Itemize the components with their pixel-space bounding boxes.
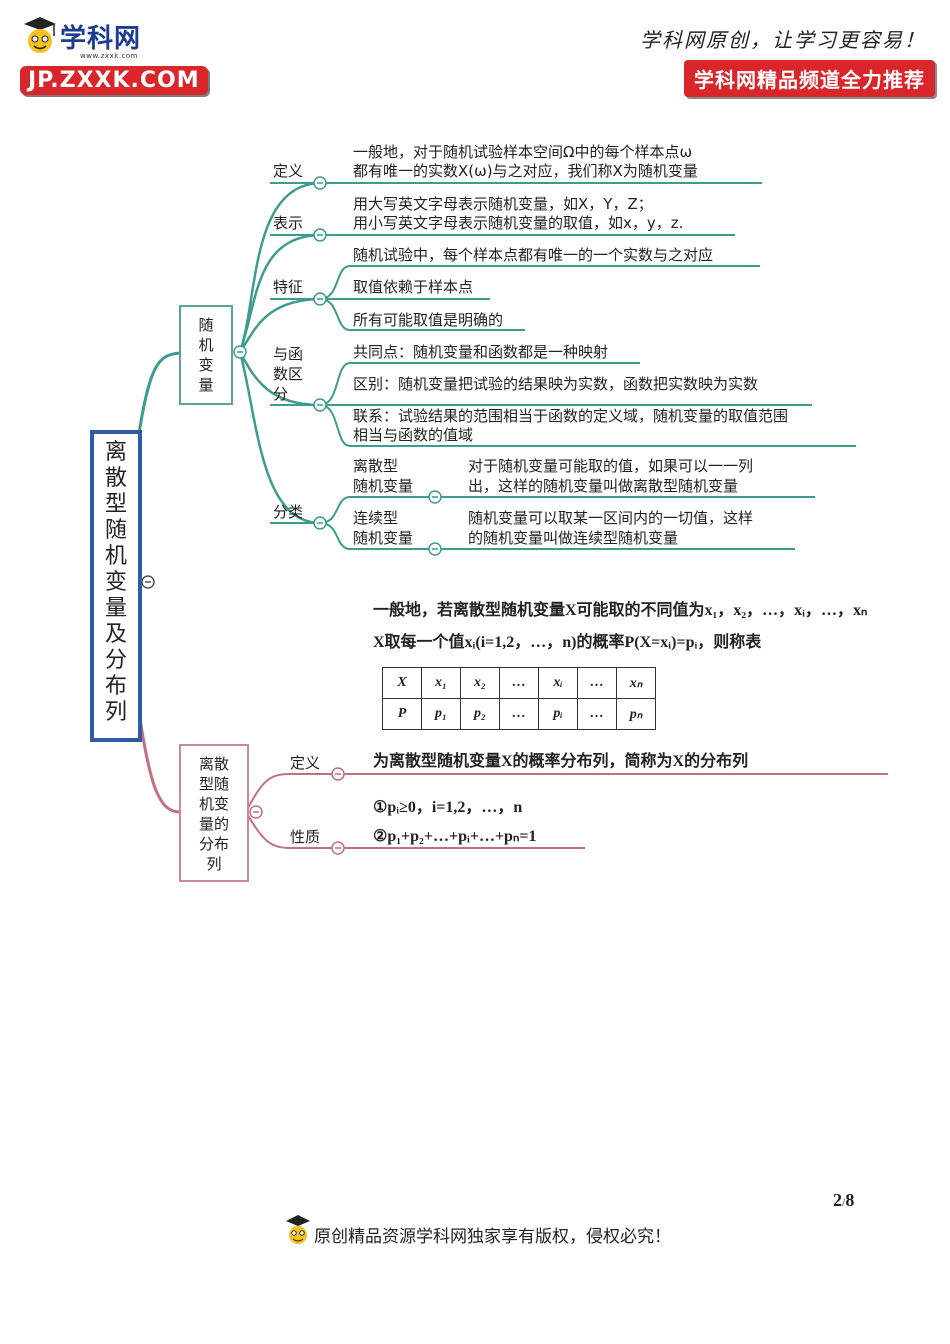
vertical-char: 列: [206, 855, 222, 873]
copyright-notice: 原创精品资源学科网独家享有版权，侵权必究！: [314, 1227, 671, 1247]
vertical-char: 离: [104, 440, 127, 465]
node-compare-link-line1: 联系：试验结果的范围相当于函数的定义域，随机变量的取值范围: [353, 407, 789, 425]
property-item: ①pᵢ≥0，i=1,2，…，n: [373, 799, 523, 816]
node-continuous-desc: 随机变量可以取某一区间内的一切值，这样 的随机变量叫做连续型随机变量: [468, 508, 753, 548]
branch-random-variable: 随机变量: [179, 305, 233, 405]
vertical-char: 分布: [198, 835, 229, 853]
page-number: 2/8: [833, 1190, 854, 1211]
vertical-char: 随: [198, 316, 214, 334]
collapse-toggle-branch1[interactable]: [233, 345, 247, 359]
node-definition-line1: 一般地，对于随机试验样本空间Ω中的每个样本点ω: [353, 143, 693, 161]
feature-item: 随机试验中，每个样本点都有唯一的一个实数与之对应: [353, 246, 714, 264]
table-cell: pₙ: [616, 698, 656, 730]
logo-url: www.zxxk.com: [80, 52, 138, 60]
table-cell: x₁: [421, 667, 461, 699]
table-cell: …: [499, 667, 539, 699]
node-compare-diff: 区别：随机变量把试验的结果映为实数，函数把实数映为实数: [353, 375, 759, 393]
branch-distribution: 离散型随机变量的分布列: [179, 744, 249, 882]
page-separator: /: [842, 1195, 846, 1209]
table-cell: xᵢ: [538, 667, 578, 699]
node-continuous-name: 连续型 随机变量: [353, 508, 413, 548]
vertical-char: 变: [104, 570, 127, 595]
page-total: 8: [845, 1190, 855, 1210]
branch-random-variable-label: 随机变量: [181, 307, 231, 395]
node-dist-definition-label: 定义: [290, 754, 321, 772]
table-cell: p₂: [460, 698, 500, 730]
vertical-char: 机变: [198, 795, 229, 813]
continuous-desc-line: 的随机变量叫做连续型随机变量: [468, 529, 679, 547]
vertical-char: 离散: [198, 755, 229, 773]
table-cell: …: [577, 667, 617, 699]
discrete-name-line: 离散型: [353, 457, 399, 475]
table-cell: pᵢ: [538, 698, 578, 730]
branch-distribution-label: 离散型随机变量的分布列: [181, 746, 247, 874]
table-cell: …: [577, 698, 617, 730]
node-dist-properties-label: 性质: [290, 828, 321, 846]
node-definition-label: 定义: [273, 162, 304, 180]
node-notation-line1: 用大写英文字母表示随机变量，如X，Y，Z；: [353, 195, 653, 213]
table-row: P p₁ p₂ … pᵢ … pₙ: [382, 698, 656, 730]
property-item: ②p₁+p₂+…+pᵢ+…+pₙ=1: [373, 828, 537, 845]
vertical-char: 分: [104, 648, 127, 673]
continuous-desc-line: 随机变量可以取某一区间内的一切值，这样: [468, 509, 754, 527]
node-notation-line2: 用小写英文字母表示随机变量的取值，如x，y，z.: [353, 214, 684, 232]
vertical-char: 散: [104, 466, 127, 491]
node-dist-definition-text: 为离散型随机变量X的概率分布列，简称为X的分布列: [373, 753, 749, 770]
node-compare-link-line2: 相当与函数的值域: [353, 426, 474, 444]
discrete-desc-line: 对于随机变量可能取的值，如果可以一一列: [468, 457, 754, 475]
node-discrete-name: 离散型 随机变量: [353, 456, 413, 496]
intro-line2: X取每一个值xᵢ(i=1,2，…，n)的概率P(X=xᵢ)=pᵢ，则称表: [373, 634, 762, 651]
vertical-char: 量: [104, 596, 127, 621]
distribution-table: X x₁ x₂ … xᵢ … xₙ P p₁ p₂ … pᵢ … pₙ: [382, 667, 656, 730]
page-current: 2: [833, 1190, 842, 1210]
vertical-char: 型: [104, 492, 127, 517]
discrete-name-line: 随机变量: [353, 477, 414, 495]
table-cell: X: [382, 667, 422, 699]
node-definition-line2: 都有唯一的实数X(ω)与之对应，我们称X为随机变量: [353, 162, 698, 180]
compare-label-line: 数区: [273, 365, 304, 383]
table-cell: p₁: [421, 698, 461, 730]
table-cell: x₂: [460, 667, 500, 699]
slogan-badge: 学科网精品频道全力推荐: [684, 60, 935, 97]
root-node: 离散型随机变量及分布列: [90, 430, 142, 742]
mindmap-connectors: [136, 176, 888, 855]
site-logo: 学科网 www.zxxk.com JP.ZXXK.COM: [20, 14, 208, 104]
node-compare-label: 与函 数区 分: [273, 344, 303, 404]
vertical-char: 量的: [198, 815, 229, 833]
continuous-name-line: 随机变量: [353, 529, 414, 547]
collapse-toggle-branch2[interactable]: [249, 805, 263, 819]
mascot-icon: [24, 17, 56, 53]
node-features-label: 特征: [273, 278, 304, 296]
vertical-char: 量: [198, 376, 214, 394]
vertical-char: 布: [104, 674, 127, 699]
table-cell: P: [382, 698, 422, 730]
vertical-char: 列: [104, 700, 127, 725]
continuous-name-line: 连续型: [353, 509, 399, 527]
table-cell: xₙ: [616, 667, 656, 699]
collapse-toggle-root[interactable]: [141, 575, 155, 589]
feature-item: 取值依赖于样本点: [353, 278, 474, 296]
logo-badge: JP.ZXXK.COM: [20, 66, 208, 95]
vertical-char: 随: [104, 518, 127, 543]
logo-name: 学科网: [60, 24, 142, 54]
vertical-char: 型随: [198, 775, 229, 793]
compare-label-line: 分: [273, 385, 289, 403]
intro-line1: 一般地，若离散型随机变量X可能取的不同值为x₁，x₂，…，xᵢ，…，xₙ: [373, 602, 868, 619]
slogan: 学科网原创，让学习更容易！: [640, 28, 926, 52]
node-notation-label: 表示: [273, 214, 304, 232]
discrete-desc-line: 出，这样的随机变量叫做离散型随机变量: [468, 477, 739, 495]
node-classification-label: 分类: [273, 503, 304, 521]
vertical-char: 机: [198, 336, 214, 354]
node-discrete-desc: 对于随机变量可能取的值，如果可以一一列 出，这样的随机变量叫做离散型随机变量: [468, 456, 753, 496]
feature-item: 所有可能取值是明确的: [353, 311, 504, 329]
mascot-icon: [286, 1215, 310, 1244]
root-node-label: 离散型随机变量及分布列: [94, 434, 138, 726]
table-cell: …: [499, 698, 539, 730]
vertical-char: 机: [104, 544, 127, 569]
vertical-char: 变: [198, 356, 214, 374]
node-compare-common: 共同点：随机变量和函数都是一种映射: [353, 343, 609, 361]
vertical-char: 及: [104, 622, 127, 647]
compare-label-line: 与函: [273, 345, 304, 363]
table-row: X x₁ x₂ … xᵢ … xₙ: [382, 667, 656, 699]
